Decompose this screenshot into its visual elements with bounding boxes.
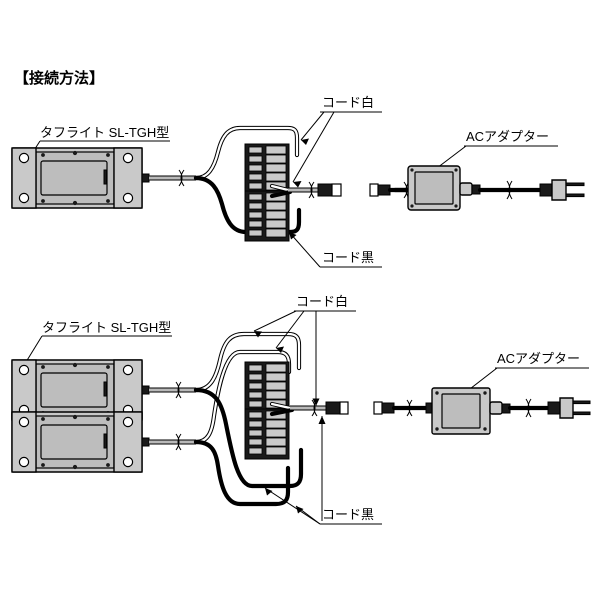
- terminal-block-white-2: [244, 361, 290, 413]
- fixture-lead-cable-1: [149, 169, 196, 187]
- white-cord-label-2: コード白: [296, 294, 348, 309]
- white-cord-2a: [193, 331, 302, 393]
- black-cord-label-group-1: コード黒: [288, 231, 382, 268]
- black-cord-1: [193, 175, 302, 235]
- white-cord-1: [193, 125, 300, 181]
- fixture-label-1: タフライト SL-TGH型: [40, 125, 169, 140]
- dc-output-lead-2: [269, 399, 349, 417]
- white-cord-label-1: コード白: [322, 95, 374, 110]
- fixture-lead-cable-2b: [149, 433, 196, 451]
- white-cord-2b: [193, 349, 292, 445]
- white-cord-label-group-2: コード白: [253, 294, 356, 406]
- light-fixture-2b: [11, 411, 150, 473]
- dc-jack-2: [373, 399, 437, 417]
- fixture-label-group-2: タフライト SL-TGH型: [25, 320, 172, 366]
- adapter-label-1: ACアダプター: [466, 129, 549, 144]
- black-cord-2b: [193, 439, 291, 507]
- fixture-lead-cable-2a: [149, 381, 196, 399]
- white-cord-label-group-1: コード白: [292, 95, 382, 188]
- diagram-dual-fixture: タフライト SL-TGH型: [11, 294, 591, 525]
- black-cord-2a: [193, 387, 304, 489]
- terminal-block-white-1: [244, 143, 290, 195]
- ac-adapter-2: ACアダプター: [431, 351, 591, 435]
- adapter-label-2: ACアダプター: [497, 351, 580, 366]
- fixture-label-2: タフライト SL-TGH型: [42, 320, 171, 335]
- terminal-block-black-1: [244, 190, 290, 242]
- black-cord-label-2: コード黒: [322, 507, 374, 522]
- page-title: 【接続方法】: [14, 69, 104, 87]
- black-cord-label-1: コード黒: [322, 250, 374, 265]
- black-cord-label-group-2: コード黒: [264, 416, 382, 525]
- dc-output-lead-1: [269, 181, 342, 199]
- diagram-single-fixture: タフライト SL-TGH型: [11, 95, 585, 268]
- light-fixture-2a: [11, 359, 150, 421]
- terminal-block-black-2: [244, 408, 290, 460]
- light-fixture-1: [11, 147, 150, 209]
- ac-adapter-1: ACアダプター: [392, 129, 585, 211]
